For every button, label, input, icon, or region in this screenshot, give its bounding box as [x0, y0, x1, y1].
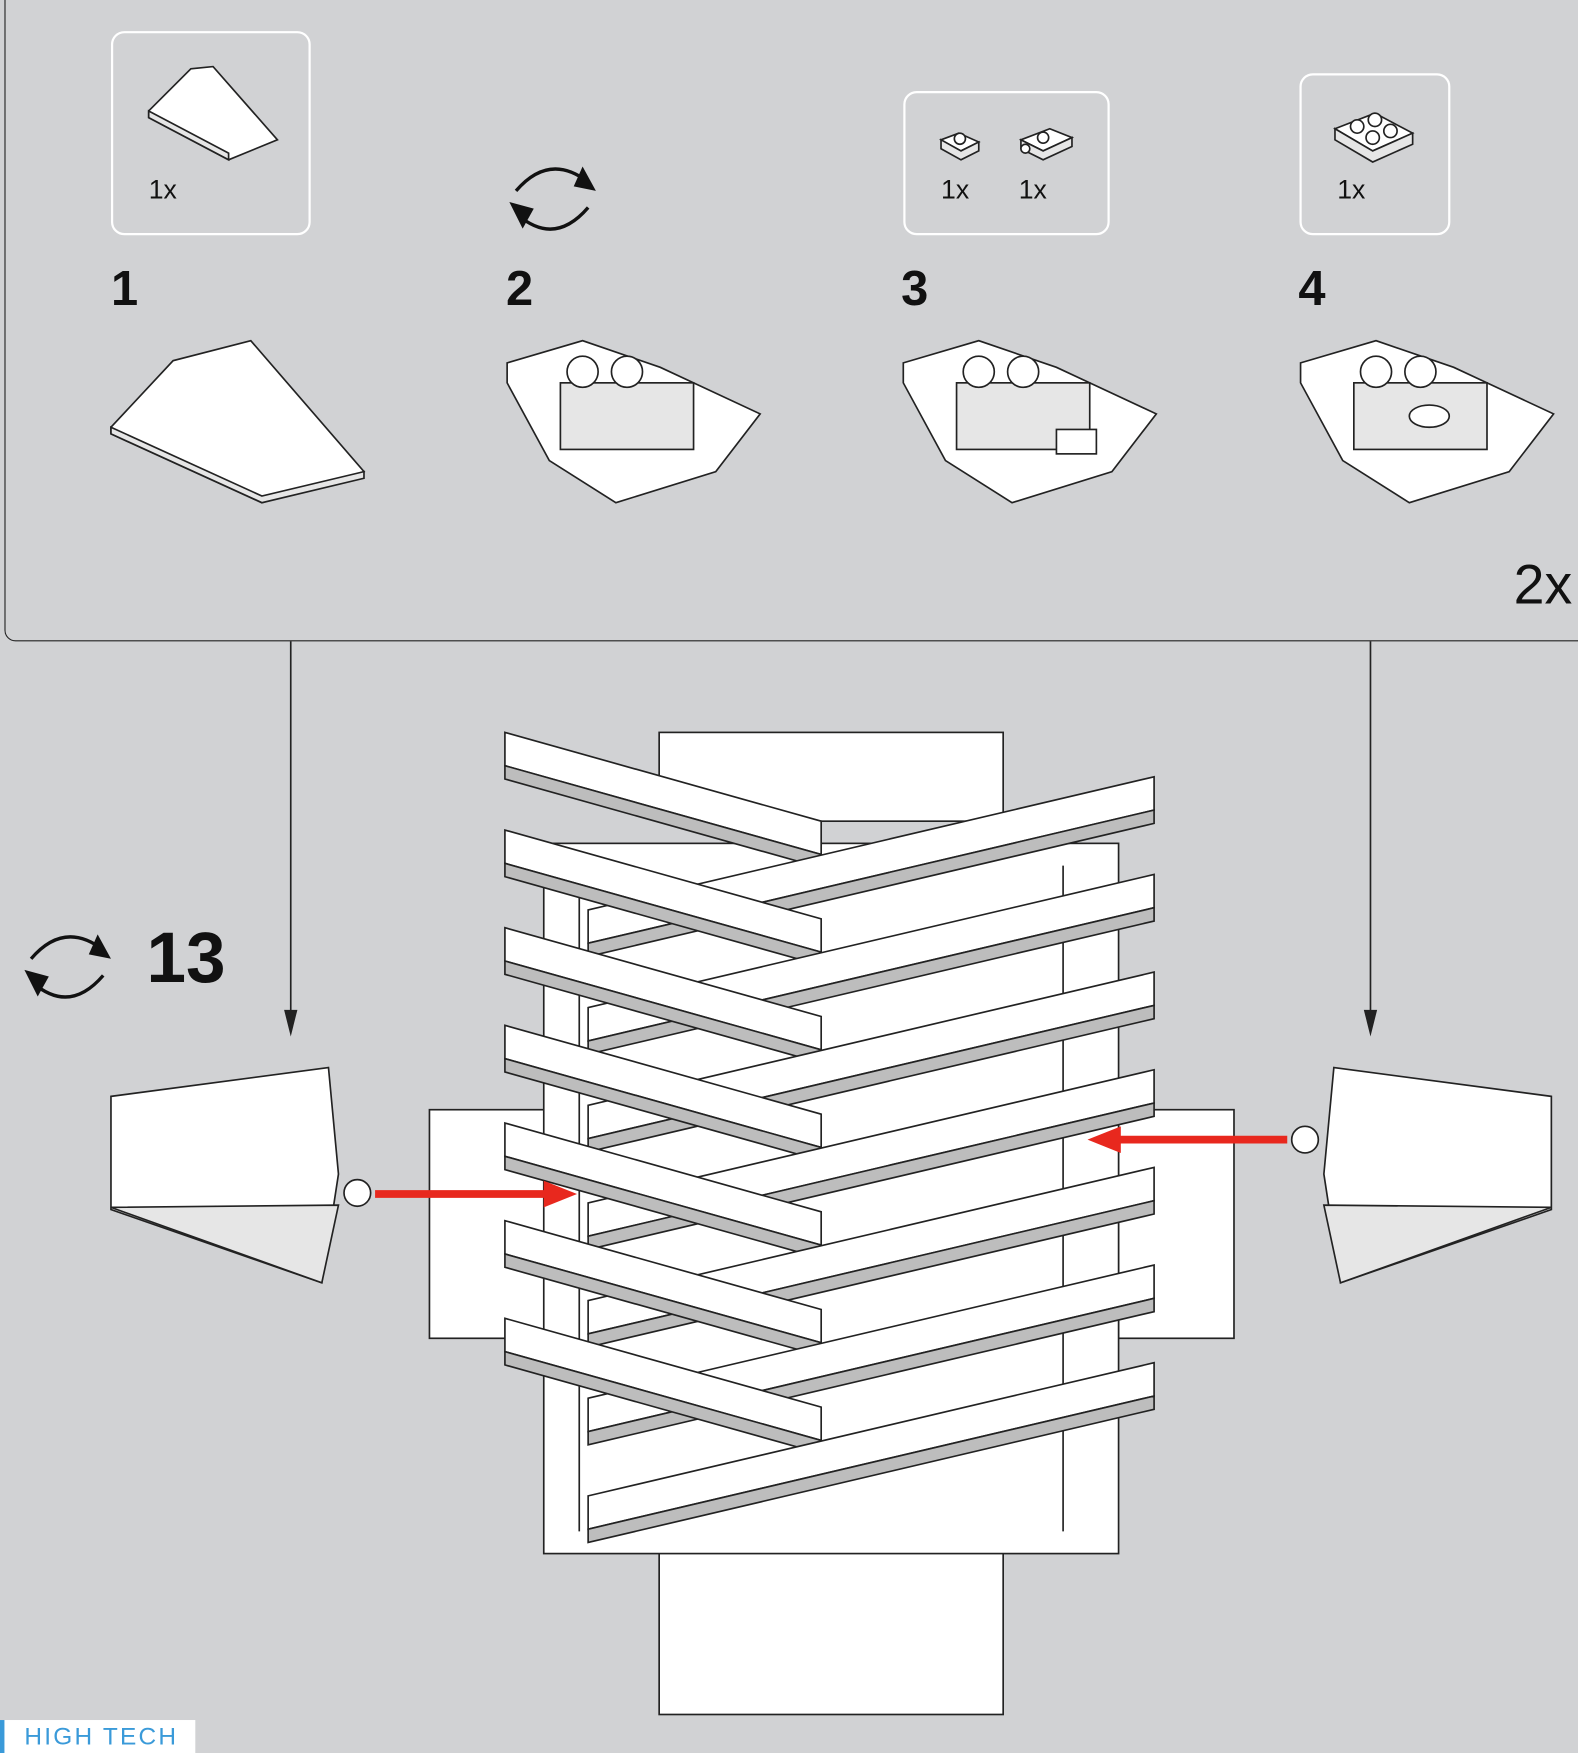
- parts-callout-1: 1x: [110, 31, 311, 236]
- crossing-beams: [504, 731, 1155, 1544]
- part-qty: 1x: [148, 175, 177, 206]
- plate-1x1-icon: [939, 132, 981, 161]
- step1-model: [110, 339, 366, 504]
- plate-2x2-icon: [1333, 112, 1415, 163]
- step-number: 13: [146, 917, 226, 998]
- part-qty: 1x: [941, 175, 970, 206]
- part-qty: 1x: [1337, 175, 1366, 206]
- multiplier-label: 2x: [1513, 553, 1573, 616]
- rotate-icon: [509, 166, 596, 231]
- part-qty: 1x: [1018, 175, 1047, 206]
- wedge-slope-icon: [147, 65, 279, 162]
- step2-model: [506, 339, 762, 504]
- parts-callout-4: 1x: [1299, 73, 1451, 236]
- parts-callout-3: 1x 1x: [903, 90, 1110, 236]
- step4-model: [1299, 339, 1555, 504]
- brand-tag: HIGH TECH: [0, 1720, 196, 1753]
- plate-clip-icon: [1018, 127, 1075, 161]
- substep-number-2: 2: [506, 261, 534, 317]
- base-plate-bottom: [658, 1541, 1005, 1716]
- substep-number-3: 3: [901, 261, 929, 317]
- step3-model: [902, 339, 1158, 504]
- rotate-icon: [24, 934, 111, 999]
- substep-panel: [4, 0, 1578, 642]
- substep-number-1: 1: [110, 261, 139, 317]
- brand-label: HIGH TECH: [24, 1722, 179, 1750]
- substep-number-4: 4: [1298, 261, 1326, 317]
